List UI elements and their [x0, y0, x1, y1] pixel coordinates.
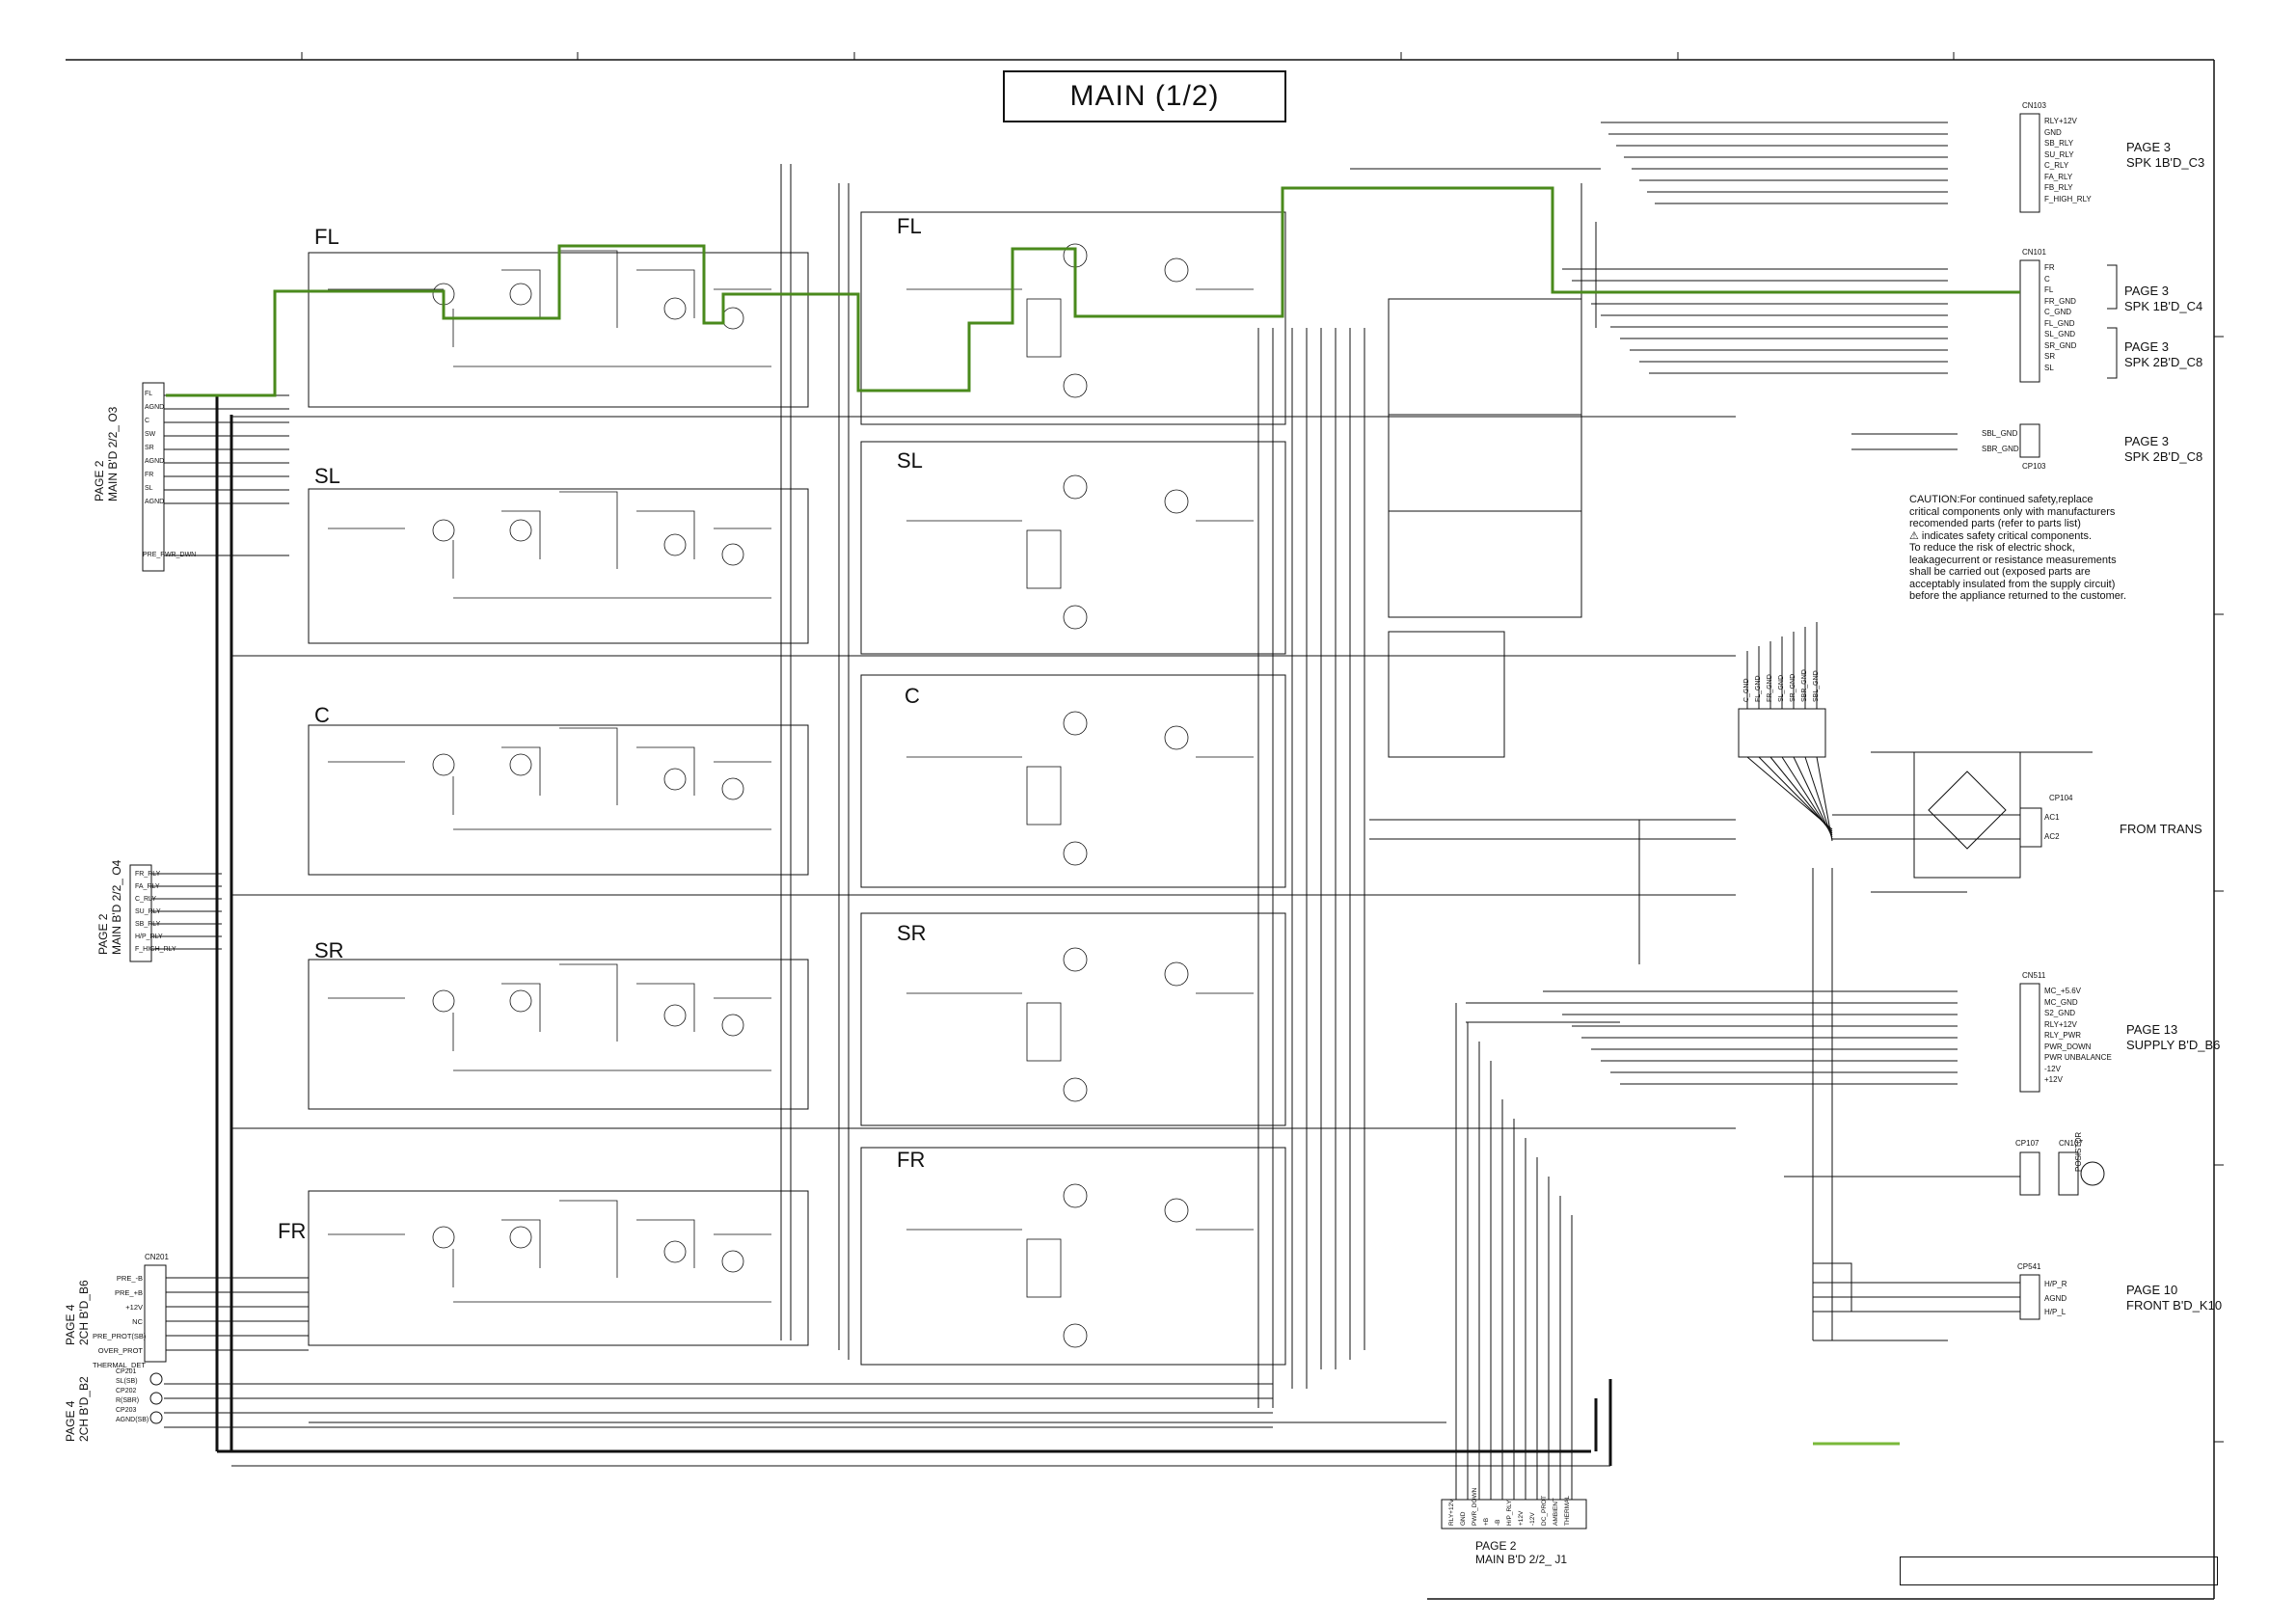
- cp104-label: CP104: [2049, 794, 2073, 802]
- cp107-label: CP107: [2015, 1139, 2039, 1148]
- channel-label-sr-right: SR: [897, 921, 927, 945]
- title-block-box: [1900, 1556, 2218, 1585]
- cp541-label: CP541: [2017, 1262, 2041, 1271]
- cn101-label: CN101: [2022, 248, 2046, 257]
- cp541-pins: H/P_R AGND H/P_L: [2044, 1280, 2067, 1316]
- cn511-label: CN511: [2022, 971, 2046, 980]
- channel-label-sl-left: SL: [314, 464, 340, 488]
- channel-label-fl-right: FL: [897, 214, 922, 238]
- cp103-label: CP103: [2022, 462, 2046, 471]
- page-title: MAIN (1/2): [1003, 70, 1286, 122]
- channel-label-fl-left: FL: [314, 225, 339, 249]
- posistor-label: POSISTOR: [2074, 1131, 2083, 1172]
- channel-label-fr-left: FR: [278, 1219, 307, 1243]
- channel-label-sl-right: SL: [897, 448, 923, 473]
- from-trans-label: FROM TRANS: [2120, 822, 2202, 836]
- channel-label-c-right: C: [905, 684, 920, 708]
- channel-label-fr-right: FR: [897, 1148, 926, 1172]
- cn107-label: CN107: [2059, 1139, 2083, 1148]
- channel-label-c-left: C: [314, 703, 330, 727]
- pre-pwr-dwn-label: PRE_PWR_DWN: [143, 552, 197, 558]
- channel-label-sr-left: SR: [314, 938, 344, 962]
- cn201-label: CN201: [145, 1253, 169, 1261]
- cn103-label: CN103: [2022, 101, 2046, 110]
